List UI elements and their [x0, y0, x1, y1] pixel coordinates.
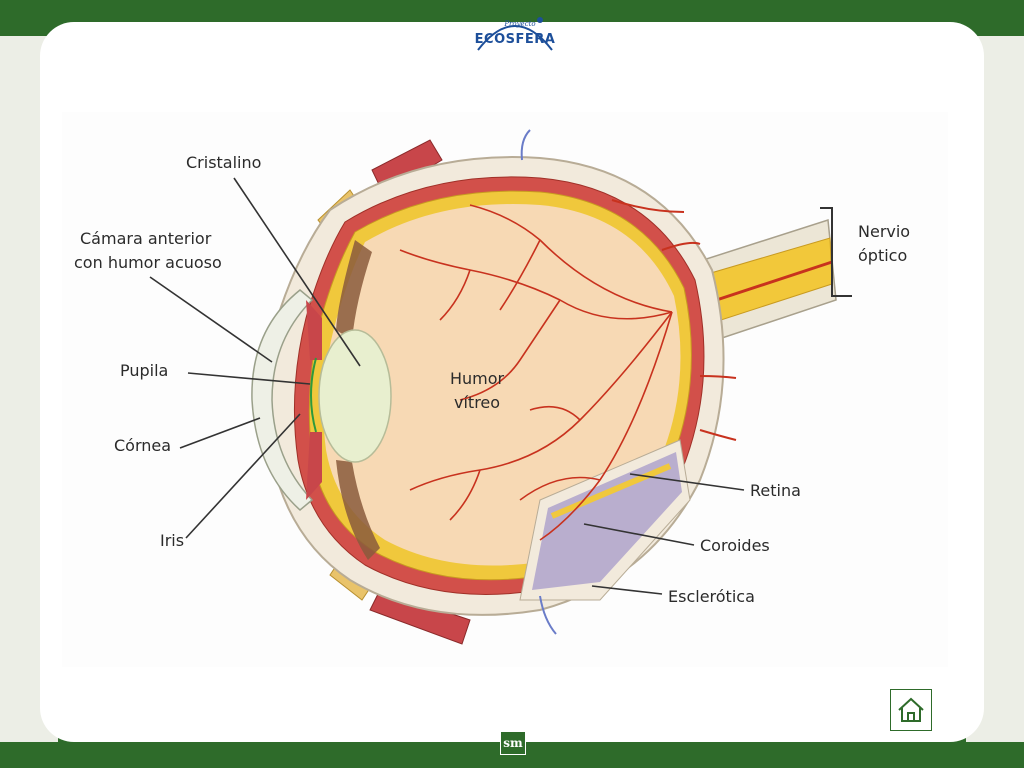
retina-cutaway — [550, 463, 672, 519]
home-button[interactable] — [890, 689, 932, 731]
optic-nerve-bracket — [820, 207, 852, 297]
vein-bottom — [539, 595, 557, 635]
retinal-vessels — [399, 204, 673, 541]
iris-upper — [306, 300, 322, 360]
vein-top — [520, 129, 531, 161]
pupil-outline — [310, 357, 317, 433]
lens-shape — [318, 329, 392, 463]
label-nervio-line1: Nervio — [858, 222, 911, 241]
label-leader-lines — [149, 177, 745, 595]
label-retina: Retina — [750, 481, 801, 500]
label-nervio-line2: óptico — [858, 246, 908, 265]
sm-publisher-logo: sm — [500, 731, 526, 755]
logo-brand-text: ECOSFERA — [474, 32, 556, 47]
label-humor-line1: Humor — [450, 369, 505, 388]
label-cornea: Córnea — [114, 436, 172, 455]
choroid-vessels-cutaway — [532, 452, 682, 590]
label-camara-line1: Cámara anterior — [80, 229, 212, 248]
label-esclerotica: Esclerótica — [668, 587, 755, 606]
label-pupila: Pupila — [120, 361, 169, 380]
ciliary-body-upper — [336, 240, 372, 340]
logo-subtitle: Proyecto — [504, 20, 536, 28]
ciliary-body-lower — [336, 460, 380, 560]
cornea-shape — [251, 289, 314, 511]
label-humor-line2: vítreo — [454, 393, 501, 412]
label-iris: Iris — [160, 531, 185, 550]
external-vessels — [611, 199, 737, 441]
label-cristalino: Cristalino — [186, 153, 262, 172]
iris-lower — [306, 432, 322, 500]
label-camara-line2: con humor acuoso — [74, 253, 222, 272]
home-icon — [898, 697, 924, 722]
vitreous-body — [323, 204, 681, 566]
logo-arc-icon — [477, 17, 553, 51]
ecosfera-logo: Proyecto ECOSFERA — [470, 10, 560, 56]
label-coroides: Coroides — [700, 536, 770, 555]
